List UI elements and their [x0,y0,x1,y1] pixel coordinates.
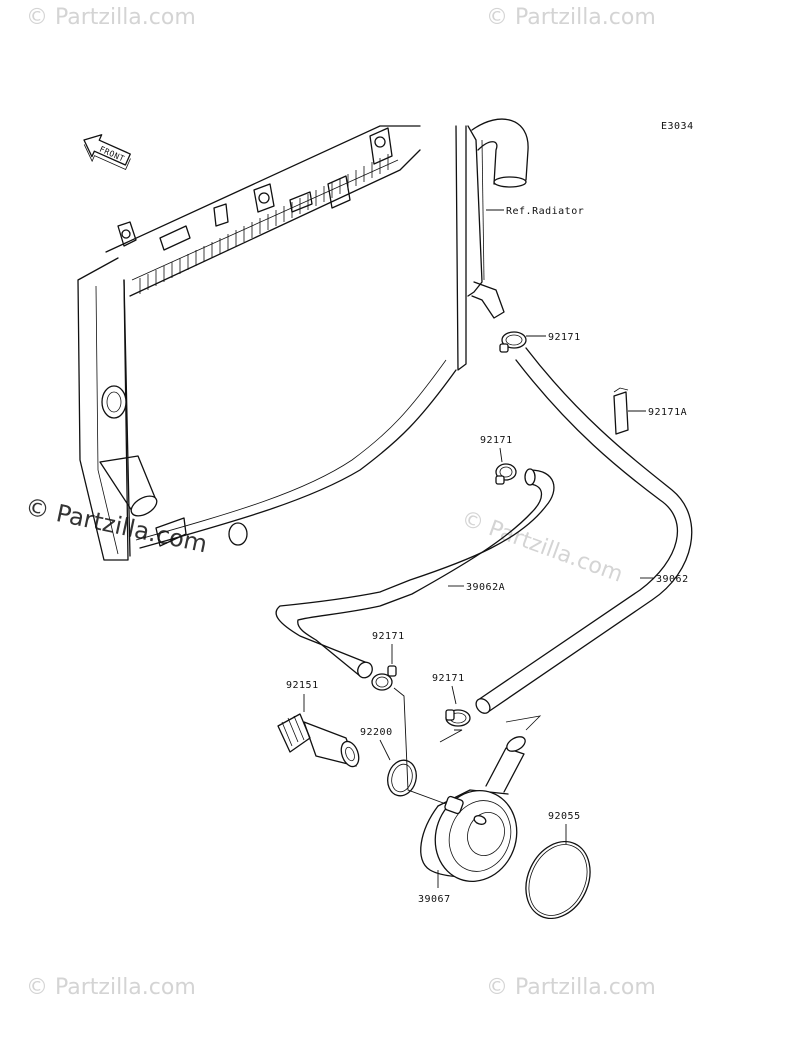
watermark-mid-right: © Partzilla.com [458,506,626,588]
clip-92171A[interactable] [613,387,629,435]
label-39062A: 39062A [466,582,505,593]
hose-39062A[interactable] [275,468,555,680]
svg-text:© Partzilla.com: © Partzilla.com [23,492,210,558]
hose-39062[interactable] [473,347,693,716]
bolt-92151[interactable] [277,713,362,769]
watermark-bottom-left: © Partzilla.com [26,975,196,1000]
watermark-top-right: © Partzilla.com [486,5,656,30]
svg-text:FRONT: FRONT [98,145,126,164]
ref-radiator-label: Ref.Radiator [506,206,584,217]
svg-text:© Partzilla.com: © Partzilla.com [486,5,656,30]
diagram-code: E3034 [661,121,694,132]
oring-92055[interactable] [514,831,602,929]
clamp-92171-top[interactable] [499,331,527,353]
label-92171-top: 92171 [548,332,581,343]
label-39067: 39067 [418,894,451,905]
label-92055: 92055 [548,811,581,822]
label-92171-low: 92171 [372,631,405,642]
label-92171-right: 92171 [432,673,465,684]
oring-92200[interactable] [384,757,420,799]
label-92171A: 92171A [648,407,687,418]
svg-text:© Partzilla.com: © Partzilla.com [458,506,626,588]
radiator [77,118,529,561]
clamp-92171-low[interactable] [371,665,397,691]
svg-text:© Partzilla.com: © Partzilla.com [486,975,656,1000]
clamp-92171-right[interactable] [445,709,471,727]
label-92200: 92200 [360,727,393,738]
svg-text:© Partzilla.com: © Partzilla.com [26,5,196,30]
oil-cooler-39067[interactable] [420,715,542,893]
label-39062: 39062 [656,574,689,585]
svg-text:© Partzilla.com: © Partzilla.com [26,975,196,1000]
watermark-mid-left: © Partzilla.com [23,492,210,558]
label-92151: 92151 [286,680,319,691]
radiator-fins [139,154,389,294]
clamp-92171-mid[interactable] [495,463,517,485]
watermark-top-left: © Partzilla.com [26,5,196,30]
label-92171-mid: 92171 [480,435,513,446]
front-arrow-icon: FRONT [83,134,131,171]
watermark-bottom-right: © Partzilla.com [486,975,656,1000]
